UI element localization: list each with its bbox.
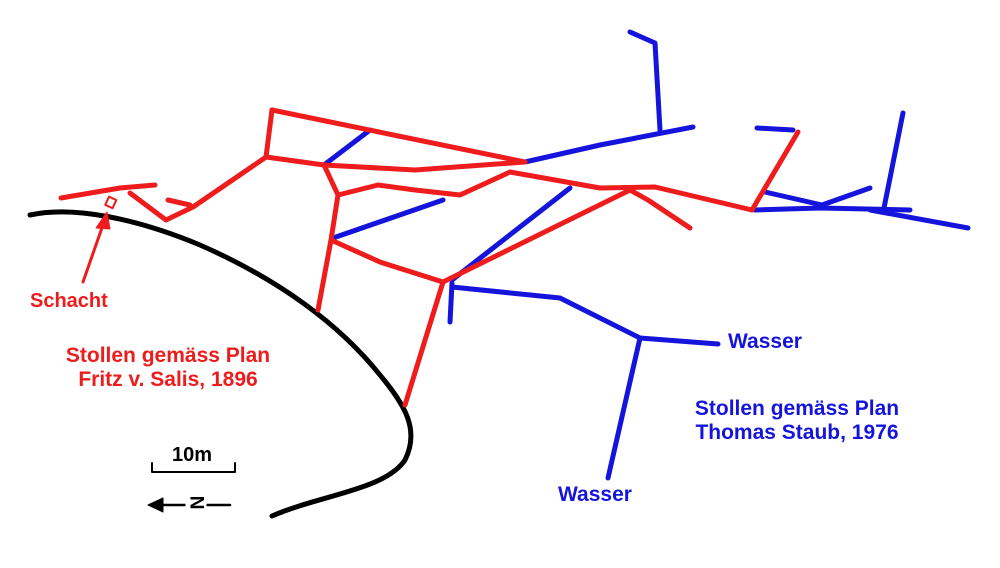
scale-label: 10m (172, 444, 213, 466)
scale-bar (151, 462, 236, 473)
red-tunnel-network (58, 107, 801, 408)
water-label-upper: Wasser (728, 330, 802, 353)
red-tunnel (335, 169, 513, 198)
red-tunnel (263, 154, 327, 168)
blue-tunnel (627, 29, 663, 133)
blue-plan-legend-line1: Stollen gemäss Plan (694, 397, 900, 420)
blue-tunnel (321, 127, 373, 168)
blue-tunnel (867, 207, 971, 231)
red-plan-legend: Stollen gemäss Plan Fritz v. Salis, 1896 (28, 344, 308, 391)
blue-tunnel (522, 124, 696, 165)
red-tunnel (315, 162, 341, 313)
blue-tunnel (754, 125, 796, 133)
red-tunnel (749, 129, 801, 213)
red-tunnel (269, 107, 528, 165)
blue-tunnel (449, 185, 573, 283)
blue-tunnel (752, 205, 913, 213)
red-tunnel (127, 107, 275, 223)
red-tunnel (328, 237, 446, 285)
water-label-lower: Wasser (558, 483, 632, 506)
north-letter: N (185, 494, 207, 511)
shaft-label: Schacht (30, 290, 108, 312)
terrain-line (27, 209, 414, 519)
shaft-marker (104, 195, 118, 210)
red-plan-legend-line1: Stollen gemäss Plan (65, 344, 271, 367)
blue-tunnel (330, 197, 446, 241)
red-tunnel (507, 169, 755, 213)
blue-tunnel-network (321, 29, 971, 481)
blue-tunnel (605, 335, 643, 481)
shaft-pointer-arrow (81, 211, 111, 284)
red-tunnel (165, 197, 193, 208)
red-plan-legend-line2: Fritz v. Salis, 1896 (78, 367, 258, 391)
red-tunnel (627, 187, 693, 231)
blue-tunnel (881, 110, 906, 211)
blue-tunnel (447, 280, 455, 325)
blue-plan-legend-line2: Thomas Staub, 1976 (695, 420, 899, 444)
blue-plan-legend: Stollen gemäss Plan Thomas Staub, 1976 (652, 397, 942, 444)
red-tunnel (58, 182, 158, 201)
blue-tunnel (449, 284, 721, 347)
red-tunnel (321, 159, 528, 173)
red-tunnel (440, 187, 633, 285)
red-tunnel (402, 279, 446, 408)
blue-tunnel (762, 185, 873, 208)
